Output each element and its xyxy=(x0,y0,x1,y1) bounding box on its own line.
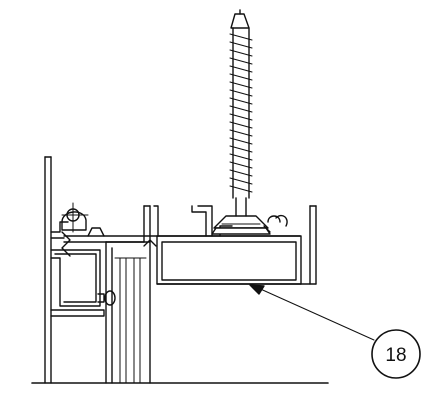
leader-line xyxy=(249,284,375,341)
left-frame-profile xyxy=(44,156,105,384)
callout-circle xyxy=(371,329,421,379)
callout-label: 18 xyxy=(385,345,406,366)
sash-profile xyxy=(105,205,151,384)
screw xyxy=(211,9,271,235)
box-profile xyxy=(143,235,302,285)
top-hook xyxy=(153,205,233,237)
retaining-clip xyxy=(263,214,288,233)
top-gasket xyxy=(61,202,89,233)
seal-bead xyxy=(97,290,116,306)
right-upright xyxy=(300,205,317,285)
